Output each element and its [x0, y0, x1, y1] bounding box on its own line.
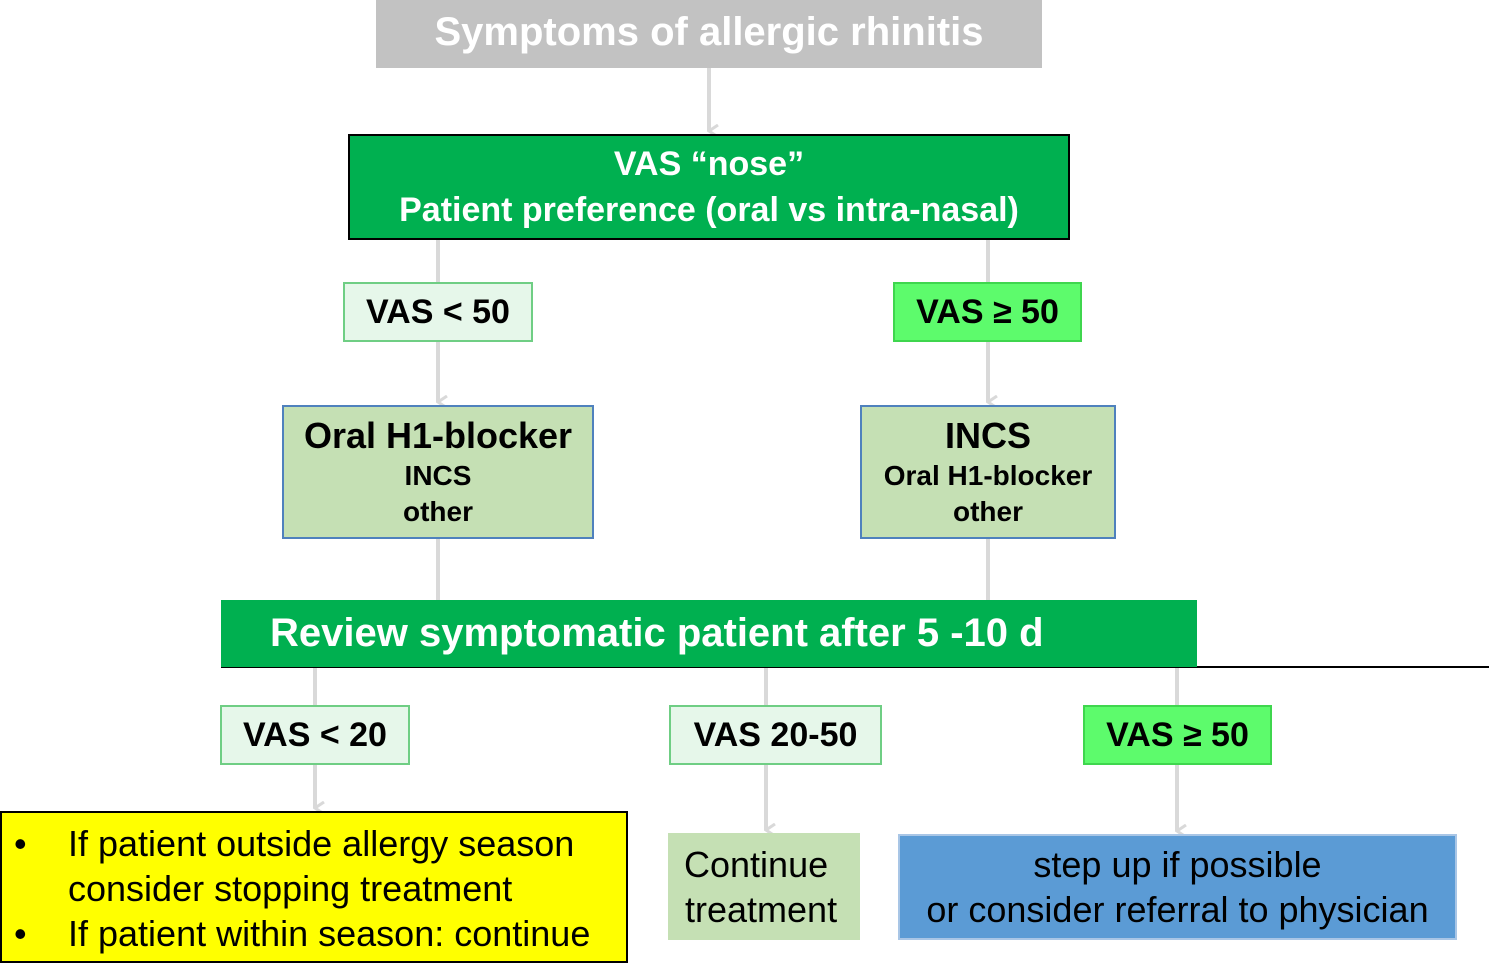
review-box: Review symptomatic patient after 5 -10 d [221, 600, 1197, 667]
condition-label: VAS < 50 [366, 292, 510, 331]
treatment-secondary: INCS [404, 460, 472, 491]
title-text: Symptoms of allergic rhinitis [434, 9, 984, 54]
continue-line1: Continue [684, 843, 829, 885]
treatment-tertiary: other [953, 496, 1023, 527]
step-up-box: step up if possible or consider referral… [898, 834, 1457, 940]
condition-label: VAS ≥ 50 [916, 292, 1059, 331]
stepup-line2: or consider referral to physician [926, 889, 1429, 930]
condition-vas-above-50: VAS ≥ 50 [893, 282, 1082, 342]
condition-vas-below-20: VAS < 20 [220, 705, 410, 765]
condition-vas-20-50: VAS 20-50 [669, 705, 882, 765]
treatment-secondary: Oral H1-blocker [883, 460, 1093, 491]
bullet-icon: • [14, 913, 27, 954]
condition-label: VAS < 20 [243, 715, 387, 754]
assessment-line2: Patient preference (oral vs intra-nasal) [399, 191, 1019, 229]
assessment-line1: VAS “nose” [613, 145, 805, 183]
condition-vas-below-50: VAS < 50 [343, 282, 533, 342]
review-text: Review symptomatic patient after 5 -10 d [270, 611, 1044, 655]
bullet-text: If patient outside allergy season consid… [68, 823, 575, 909]
treatment-primary: Oral H1-blocker [303, 415, 573, 456]
bullet-item: • If patient outside allergy season cons… [2, 821, 574, 911]
condition-vas-above-50-review: VAS ≥ 50 [1083, 705, 1272, 765]
advice-box-stop-or-continue: • If patient outside allergy season cons… [0, 811, 628, 963]
assessment-box: VAS “nose” Patient preference (oral vs i… [348, 134, 1070, 240]
treatment-primary: INCS [944, 415, 1031, 456]
continue-treatment-box: Continue treatment [668, 833, 860, 940]
stepup-line1: step up if possible [1033, 844, 1322, 885]
treatment-tertiary: other [403, 496, 473, 527]
treatment-box-high: INCS Oral H1-blocker other [860, 405, 1116, 539]
condition-label: VAS ≥ 50 [1106, 715, 1249, 754]
bullet-item: • If patient within season: continue [2, 911, 590, 956]
bullet-text: If patient within season: continue [68, 913, 591, 954]
continue-line2: treatment [685, 888, 838, 930]
title-box: Symptoms of allergic rhinitis [376, 0, 1042, 68]
treatment-box-low: Oral H1-blocker INCS other [282, 405, 594, 539]
bullet-icon: • [14, 823, 27, 864]
condition-label: VAS 20-50 [693, 715, 858, 754]
